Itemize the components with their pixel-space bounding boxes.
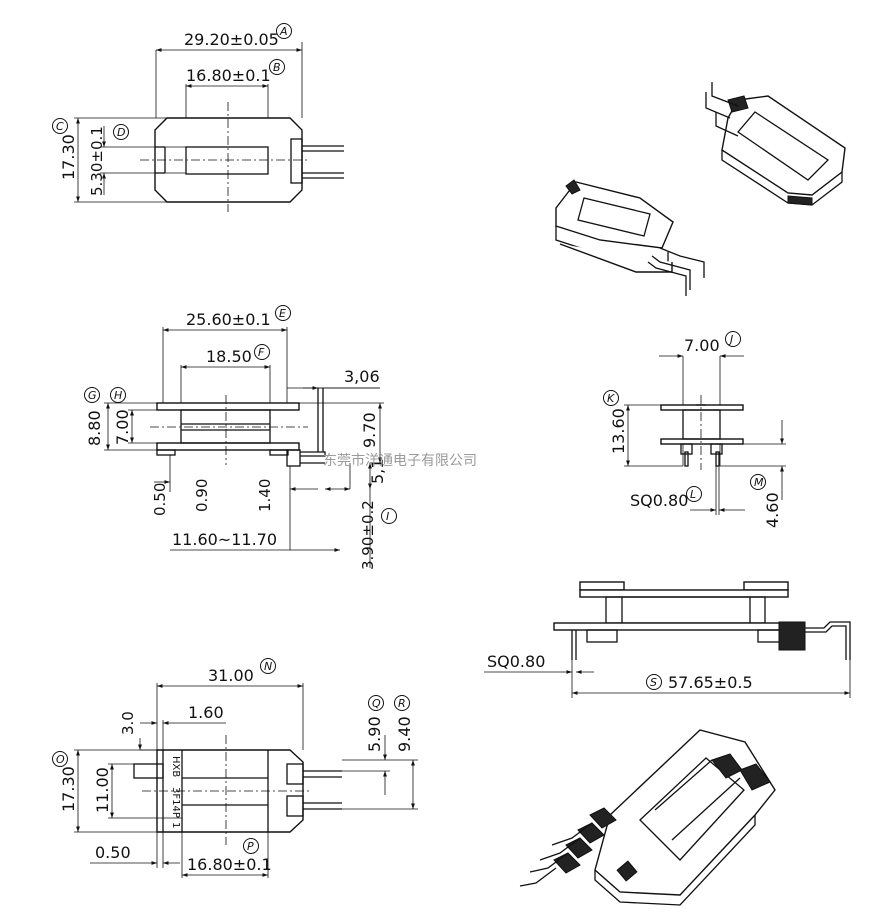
dim-57-65: 57.65±0.5 [668, 673, 753, 692]
svg-text:Q: Q [372, 697, 381, 710]
bottom-view: 31.00 N 1.60 3.0 HXB 3F14P 1 5.90 Q 9.40… [52, 658, 418, 878]
dim-13-60: 13.60 [609, 408, 628, 454]
balloon-d: D [113, 124, 129, 140]
balloon-k: K [603, 390, 619, 406]
balloon-j: J [725, 331, 741, 347]
dim-0-50-bottom: 0.50 [95, 843, 131, 862]
balloon-r: R [394, 695, 410, 711]
dim-3-0: 3.0 [119, 711, 137, 735]
svg-text:S: S [650, 676, 657, 689]
svg-text:L: L [690, 488, 696, 501]
dim-31-00: 31.00 [208, 666, 254, 685]
svg-text:I: I [386, 510, 389, 523]
svg-text:F: F [258, 346, 265, 359]
balloon-a: A [276, 23, 292, 39]
dim-9-70: 9.70 [360, 412, 379, 448]
side-view: 7.00 J 13.60 K SQ0.80 L 4.60 M [603, 331, 786, 528]
dim-4-60: 4.60 [763, 492, 782, 528]
balloon-i: I [381, 508, 397, 524]
svg-text:A: A [279, 25, 288, 38]
svg-text:P: P [247, 840, 254, 853]
svg-text:J: J [728, 333, 733, 346]
imprint-pin: 1 [170, 822, 181, 828]
dim-16-80-bottom: 16.80±0.1 [187, 855, 272, 874]
dim-0-90: 0.90 [193, 479, 211, 512]
dim-17-30-bottom: 17.30 [59, 766, 78, 812]
balloon-p: P [243, 838, 259, 854]
balloon-f: F [254, 344, 270, 360]
dim-11-60: 11.60~11.70 [172, 530, 277, 549]
dim-5-30: 5.30±0.1 [88, 126, 106, 196]
dim-0-50-front: 0.50 [151, 483, 169, 516]
dim-9-40: 9.40 [395, 716, 414, 752]
balloon-n: N [260, 658, 276, 674]
dim-1-40: 1.40 [256, 479, 274, 512]
dim-3-90: 3.90±0.2 [359, 500, 377, 570]
dim-17-30-top: 17.30 [59, 134, 78, 180]
front-view: 25.60±0.1 E 18.50 F 3,06 9.70 5,1 8.80 G… [84, 305, 397, 570]
svg-text:G: G [88, 389, 97, 402]
imprint-part: 3F14P [170, 787, 181, 818]
balloon-h: H [110, 387, 126, 403]
svg-text:B: B [273, 61, 281, 74]
watermark: 东莞市洋通电子有限公司 [323, 452, 477, 469]
svg-text:M: M [754, 476, 764, 489]
balloon-q: Q [368, 695, 384, 711]
balloon-c: C [52, 118, 68, 134]
dim-7-00-front: 7.00 [113, 409, 132, 445]
assembled-side-view: SQ0.80 S 57.65±0.5 [484, 581, 851, 698]
svg-text:N: N [264, 660, 272, 673]
dim-11-00: 11.00 [93, 767, 112, 813]
dim-sq-0-80-assembled: SQ0.80 [487, 652, 545, 671]
balloon-g: G [84, 387, 100, 403]
svg-text:C: C [56, 120, 64, 133]
iso-view-bottom-right [519, 729, 776, 906]
dim-29-20: 29.20±0.05 [184, 30, 279, 49]
dim-1-60: 1.60 [188, 703, 224, 722]
svg-text:O: O [56, 753, 65, 766]
dim-18-50: 18.50 [206, 347, 252, 366]
svg-text:K: K [607, 392, 615, 405]
balloon-b: B [269, 59, 285, 75]
balloon-s: S [646, 674, 662, 690]
iso-view-top-right [705, 82, 846, 206]
svg-text:R: R [398, 697, 406, 710]
balloon-l: L [686, 486, 702, 502]
balloon-e: E [275, 305, 291, 321]
imprint-brand: HXB [170, 756, 181, 777]
iso-view-mid-right [555, 179, 705, 296]
dim-25-60: 25.60±0.1 [186, 310, 271, 329]
dim-sq-0-80-side: SQ0.80 [630, 491, 688, 510]
dim-5-90: 5.90 [365, 716, 384, 752]
dim-3-06: 3,06 [344, 367, 380, 386]
top-view: 29.20±0.05 A 16.80±0.1 B 17.30 C 5.30±0.… [52, 23, 344, 212]
dim-16-80: 16.80±0.1 [186, 66, 271, 85]
svg-text:H: H [114, 389, 122, 402]
dim-5-1: 5,1 [368, 459, 387, 484]
balloon-o: O [52, 751, 68, 767]
balloon-m: M [750, 474, 766, 490]
dim-8-80: 8.80 [85, 410, 104, 446]
svg-text:E: E [279, 307, 286, 320]
svg-text:D: D [117, 126, 125, 139]
dim-7-00-side: 7.00 [684, 336, 720, 355]
